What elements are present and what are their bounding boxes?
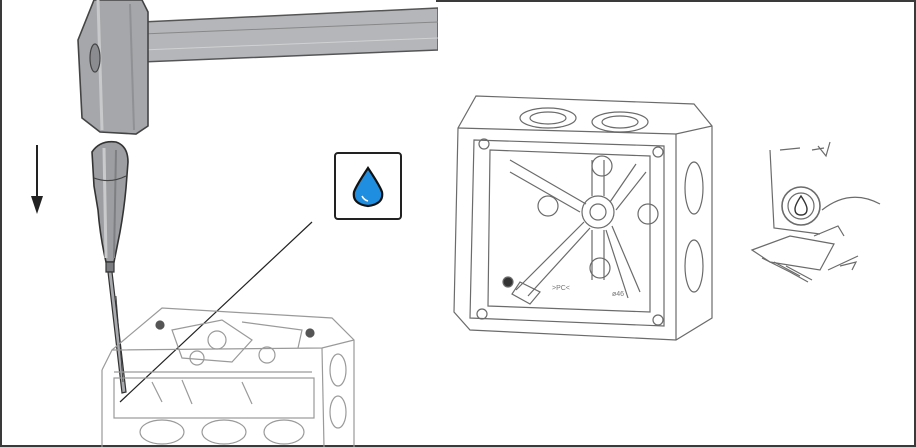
right-illustration: >PC< ø46 (453, 95, 881, 341)
water-drop-icon (352, 166, 384, 208)
junction-box-light (101, 307, 355, 447)
hammer-icon (77, 0, 438, 135)
panel-right-box-views: >PC< ø46 (436, 0, 916, 447)
detail-water-drop-icon (794, 194, 808, 216)
left-illustration (31, 0, 438, 447)
material-mark: >PC< (552, 285, 570, 292)
frame-top-edge (436, 0, 916, 2)
water-drop-label-callout (119, 152, 402, 403)
down-arrow-icon (31, 145, 43, 214)
drop-symbol-detail-view (750, 141, 881, 283)
size-mark: ø46 (612, 291, 624, 298)
screwdriver-icon (91, 140, 129, 394)
junction-box-open (453, 95, 713, 341)
panel-left-hammer-step (0, 0, 438, 447)
